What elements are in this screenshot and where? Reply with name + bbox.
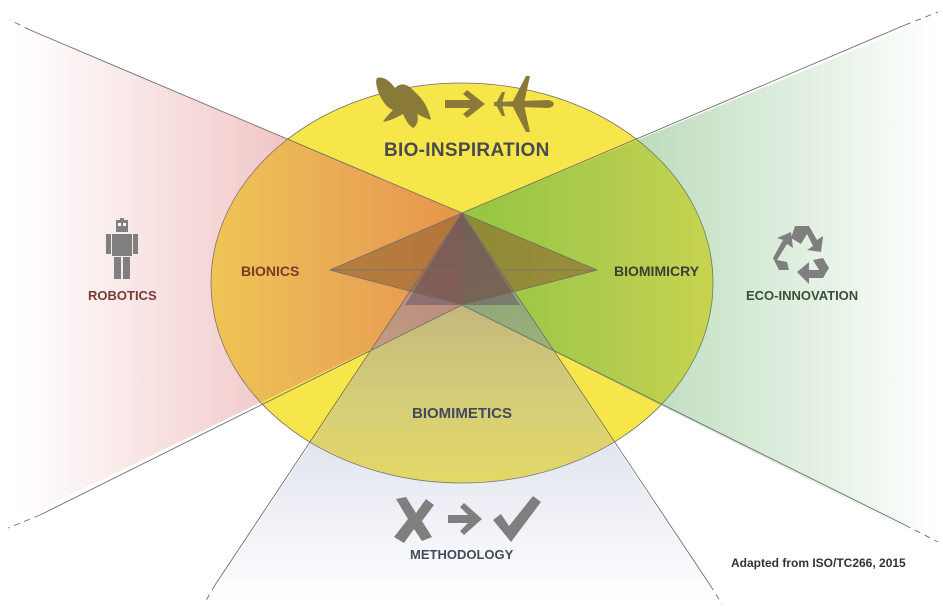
methodology-label: METHODOLOGY bbox=[410, 547, 514, 562]
robotics-lower-line bbox=[39, 304, 463, 516]
methodology-right-dash bbox=[709, 584, 723, 605]
arrow-right-icon bbox=[448, 503, 482, 535]
methodology-left-line bbox=[214, 212, 463, 586]
source-credit: Adapted from ISO/TC266, 2015 bbox=[731, 556, 906, 570]
methodology-wedge bbox=[205, 213, 720, 604]
eagle-icon bbox=[376, 77, 431, 128]
methodology-right-line bbox=[461, 212, 711, 586]
biomimetics-triangle bbox=[405, 213, 520, 305]
biomimicry-label: BIOMIMICRY bbox=[614, 263, 700, 279]
biomimetics-label: BIOMIMETICS bbox=[412, 405, 512, 422]
methodology-left-dash bbox=[203, 584, 216, 605]
eco-innovation-wedge bbox=[462, 15, 938, 545]
bionics-label: BIONICS bbox=[241, 263, 300, 279]
eco-upper-dash bbox=[904, 11, 939, 26]
bionics-biomimicry-triangle bbox=[330, 213, 597, 305]
robotics-label: ROBOTICS bbox=[88, 288, 157, 303]
airplane-icon bbox=[494, 76, 554, 132]
robotics-upper-line bbox=[29, 29, 463, 214]
eco-innovation-label: ECO-INNOVATION bbox=[746, 288, 859, 303]
arrow-right-icon bbox=[445, 90, 485, 118]
eco-lower-line bbox=[461, 304, 906, 526]
bio-inspiration-label: BIO-INSPIRATION bbox=[384, 140, 550, 161]
eco-upper-line bbox=[461, 24, 906, 214]
recycle-icon bbox=[773, 226, 829, 284]
robotics-wedge bbox=[18, 25, 462, 520]
cross-mark-icon bbox=[394, 497, 434, 543]
robotics-lower-dash bbox=[7, 514, 41, 529]
check-mark-icon bbox=[493, 496, 541, 542]
robotics-upper-dash bbox=[9, 19, 31, 31]
robot-icon bbox=[106, 218, 138, 279]
